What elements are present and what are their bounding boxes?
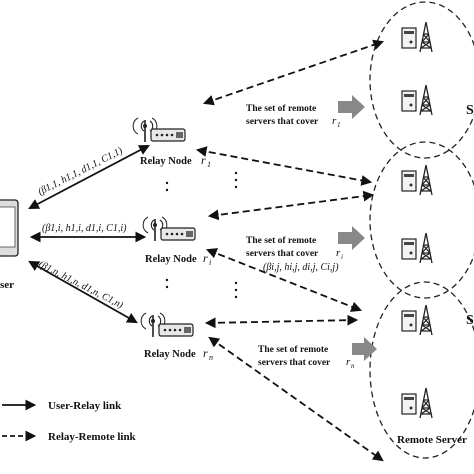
server-note-n: The set of remote servers that cover r n [258,337,377,370]
server-cluster-n [369,281,474,459]
relay-icon [140,312,194,338]
server-icon [401,164,433,196]
relay-subscript: n [209,353,213,362]
relay-label: Relay Node [140,156,192,167]
legend-user-relay: User-Relay link [48,400,122,412]
link-param-label: (β1,1, h1,1, d1,1, C1,1) [36,145,125,197]
remote-server-label: Remote Server [397,434,467,446]
server-icon [401,232,433,264]
svg-text:r: r [346,356,351,368]
server-icon [401,21,433,53]
link-param-label: (β1,n, h1,n, d1,n, C1,n) [37,259,126,311]
arrow-icon [338,226,365,250]
arrow-icon [352,337,377,361]
svg-text:The set of remote: The set of remote [246,104,316,114]
arrow-icon [338,95,365,119]
relay-remote-link [207,190,375,221]
svg-text:r: r [332,115,337,127]
relay-remote-link [205,248,363,312]
user-label: ser [0,279,14,291]
relay-symbol: r [203,251,208,265]
server-cluster-i [369,141,474,299]
edge-letter: S [466,103,474,118]
relay-symbol: r [203,346,208,360]
user-relay-link [28,260,138,324]
server-note-i: The set of remote servers that cover r i [246,226,365,261]
link-param-label: (βi,j, hi,j, di,j, Ci,j) [263,262,339,273]
svg-text:r: r [336,247,341,259]
svg-text:The set of remote: The set of remote [258,345,328,355]
relay-label: Relay Node [144,349,196,360]
legend: User-Relay link Relay-Remote link [2,399,137,443]
svg-text:servers that cover: servers that cover [246,117,319,127]
user-relay-link [28,144,150,210]
relay-remote-link [208,336,384,462]
server-icon [401,304,433,336]
server-note-1: The set of remote servers that cover r 1 [246,95,365,129]
relay-symbol: r [201,153,206,167]
svg-text:1: 1 [337,121,341,129]
edge-letter: S [466,313,474,328]
svg-text:n: n [351,362,355,370]
legend-relay-remote: Relay-Remote link [48,431,137,443]
relay-label: Relay Node [145,254,197,265]
relay-icon [142,216,196,242]
svg-text:servers that cover: servers that cover [258,358,331,368]
server-cluster-1 [369,1,474,159]
ellipsis-dots [165,171,238,299]
server-icon [401,84,433,116]
svg-text:servers that cover: servers that cover [246,249,319,259]
relay-remote-link [204,314,359,329]
relay-icon [132,117,186,143]
relay-remote-link [195,146,373,186]
link-param-label: (β1,i, h1,i, d1,i, C1,i) [42,223,127,234]
relay-subscript: i [209,258,211,267]
server-icon [401,387,433,419]
relay-subscript: 1 [207,160,211,169]
relay-remote-link [202,39,385,106]
svg-text:i: i [341,253,343,261]
user-device-icon [0,199,19,257]
svg-text:The set of remote: The set of remote [246,236,316,246]
